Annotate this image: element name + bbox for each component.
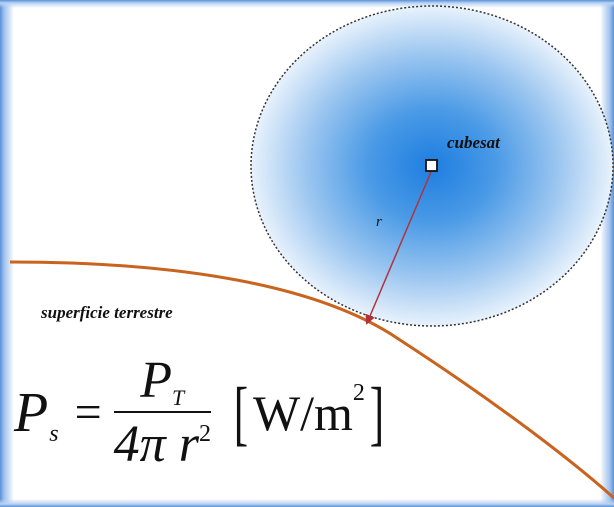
radius-arrow (365, 171, 432, 325)
radius-label: r (376, 214, 382, 230)
open-bracket: [ (233, 373, 249, 453)
formula-fraction: PT 4π r2 (113, 355, 211, 471)
equals-sign: = (74, 386, 102, 439)
earth-surface-curve (9, 260, 614, 500)
denominator-exponent: 2 (198, 421, 211, 447)
denominator-var: r (178, 416, 199, 473)
numerator-subscript: T (172, 385, 185, 410)
numerator-symbol: P (140, 352, 173, 409)
denominator-prefix: 4π (113, 416, 166, 473)
fraction-denominator: 4π r2 (114, 413, 211, 471)
lhs-symbol: P (14, 382, 49, 444)
fraction-numerator: PT (130, 355, 194, 411)
unit-exponent: 2 (352, 380, 365, 406)
lhs-subscript: s (49, 421, 59, 447)
surface-label: superficie terrestre (40, 303, 173, 322)
cubesat-label: cubesat (447, 133, 501, 152)
cubesat-marker (425, 159, 438, 172)
unit-base: W/m (252, 385, 353, 441)
formula-lhs: Ps (14, 382, 59, 446)
close-bracket: ] (369, 373, 385, 453)
fraction-bar (113, 411, 211, 413)
